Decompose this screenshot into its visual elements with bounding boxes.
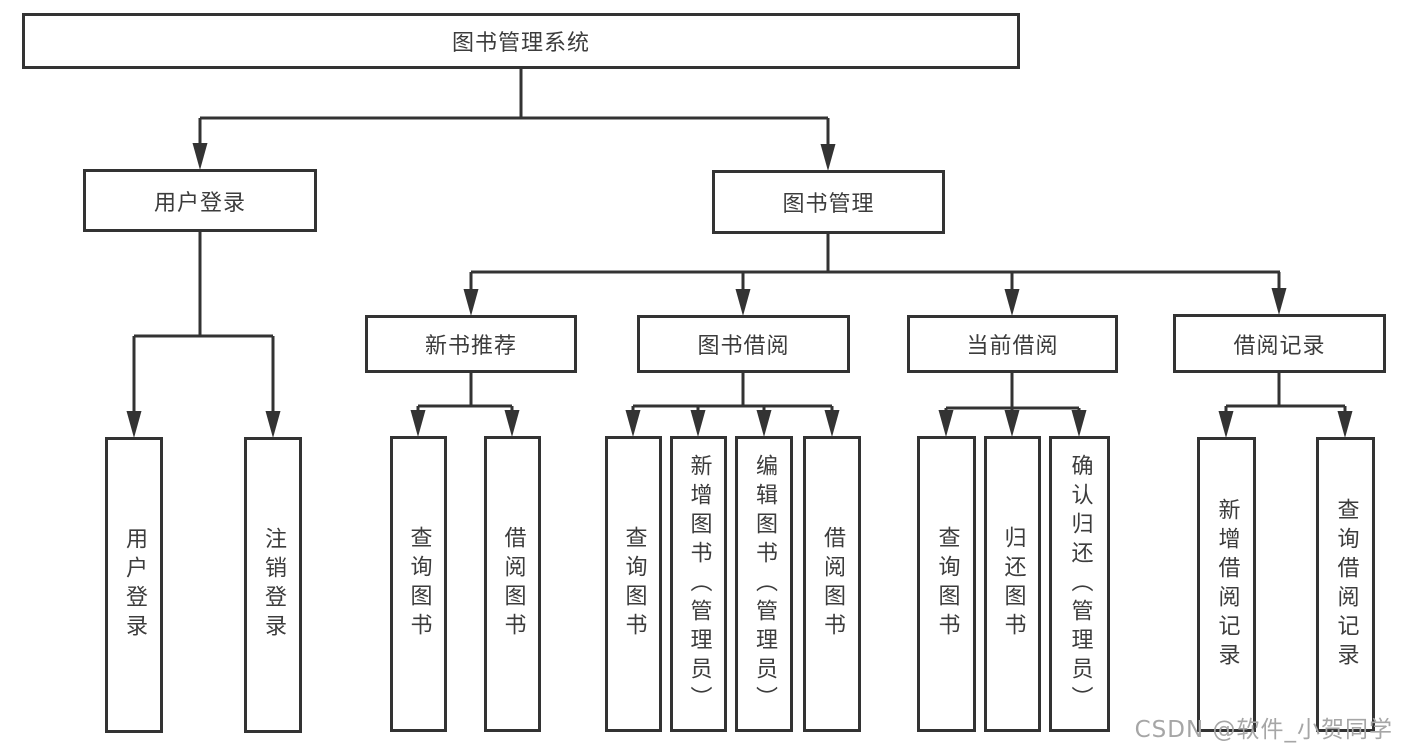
node-current-borrow: 当前借阅 [907,315,1118,373]
leaf-logout-label: 注销登录 [261,527,286,643]
node-book-borrow: 图书借阅 [637,315,850,373]
arrowhead-icon [1071,410,1087,437]
leaf-borrow-query-books-label: 查询图书 [621,526,647,642]
leaf-query-borrow-record-label: 查询借阅记录 [1333,497,1359,672]
node-borrow-records: 借阅记录 [1173,314,1386,373]
leaf-current-query-books-label: 查询图书 [934,526,960,642]
node-borrow-records-label: 借阅记录 [1233,333,1326,359]
connector-root-to-level2 [192,69,836,171]
node-current-borrow-label: 当前借阅 [966,334,1059,359]
node-user-login: 用户登录 [83,169,317,232]
leaf-logout: 注销登录 [244,437,302,733]
leaf-edit-books-admin: 编辑图书（管理员） [735,436,793,732]
connector-book-management-children [463,233,1287,316]
node-new-book-recommend: 新书推荐 [365,315,577,373]
leaf-edit-books-admin-label: 编辑图书（管理员） [752,453,777,715]
arrowhead-icon [756,410,772,437]
arrowhead-icon [1218,411,1234,438]
connector-new-book-recommend-children [410,372,520,437]
arrowhead-icon [1004,289,1020,316]
leaf-add-books-admin-label: 新增图书（管理员） [686,453,712,715]
leaf-recommend-borrow-books: 借阅图书 [484,436,541,732]
leaf-confirm-return-admin: 确认归还（管理员） [1049,436,1110,732]
node-user-login-label: 用户登录 [153,190,246,216]
leaf-recommend-query-books-label: 查询图书 [406,526,432,642]
connector-current-borrow-children [938,372,1087,437]
arrowhead-icon [265,411,281,438]
leaf-confirm-return-admin-label: 确认归还（管理员） [1067,453,1093,715]
node-book-borrow-label: 图书借阅 [697,334,790,359]
node-root-label: 图书管理系统 [451,31,590,56]
node-book-management-label: 图书管理 [782,192,875,217]
arrowhead-icon [1271,288,1287,315]
leaf-add-borrow-record-label: 新增借阅记录 [1214,497,1240,672]
leaf-borrow-books-label: 借阅图书 [820,526,845,642]
arrowhead-icon [504,410,520,437]
arrowhead-icon [126,411,142,438]
node-new-book-recommend-label: 新书推荐 [424,334,517,359]
arrowhead-icon [690,410,706,437]
leaf-add-borrow-record: 新增借阅记录 [1197,437,1256,732]
leaf-borrow-query-books: 查询图书 [605,436,662,732]
node-book-management: 图书管理 [712,170,945,234]
connector-borrow-records-children [1218,372,1353,438]
leaf-borrow-books: 借阅图书 [803,436,861,732]
connector-book-borrow-children [625,372,840,437]
arrowhead-icon [192,143,208,170]
arrowhead-icon [735,289,751,316]
node-root: 图书管理系统 [22,13,1020,69]
leaf-user-login-label: 用户登录 [122,527,147,643]
leaf-current-query-books: 查询图书 [917,436,976,732]
arrowhead-icon [625,410,641,437]
arrowhead-icon [410,410,426,437]
leaf-user-login: 用户登录 [105,437,163,733]
leaf-return-books-label: 归还图书 [1000,526,1026,642]
arrowhead-icon [824,410,840,437]
leaf-return-books: 归还图书 [984,436,1041,732]
arrowhead-icon [938,410,954,437]
leaf-recommend-borrow-books-label: 借阅图书 [500,526,526,642]
leaf-add-books-admin: 新增图书（管理员） [670,436,727,732]
leaf-query-borrow-record: 查询借阅记录 [1316,437,1375,732]
csdn-watermark: CSDN @软件_小贺同学 [1134,717,1393,743]
arrowhead-icon [1337,411,1353,438]
arrowhead-icon [820,144,836,171]
arrowhead-icon [463,289,479,316]
arrowhead-icon [1004,410,1020,437]
leaf-recommend-query-books: 查询图书 [390,436,447,732]
connector-user-login-children [126,232,281,438]
